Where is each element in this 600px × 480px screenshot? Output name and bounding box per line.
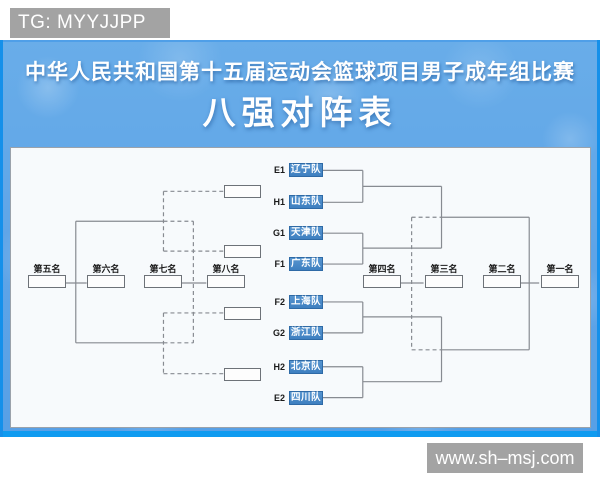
team-box: 北京队 — [289, 360, 323, 374]
bracket-lines — [65, 169, 540, 399]
team-box: 四川队 — [289, 391, 323, 405]
bracket-title: 八强对阵表 — [202, 94, 398, 131]
team-box: 广东队 — [289, 257, 323, 271]
placement-label: 第一名 — [546, 264, 574, 274]
team-seed: E1 — [273, 165, 285, 175]
placement-5th: 第五名 — [28, 264, 66, 288]
placement-label: 第五名 — [33, 264, 61, 274]
empty-slot-box — [224, 245, 261, 258]
placement-1st: 第一名 — [541, 264, 579, 288]
team-box: 辽宁队 — [289, 163, 323, 177]
placement-label: 第八名 — [212, 264, 240, 274]
placement-label: 第六名 — [92, 264, 120, 274]
placement-label: 第四名 — [368, 264, 396, 274]
placement-2nd: 第二名 — [483, 264, 521, 288]
team-seed: G2 — [272, 328, 285, 338]
placement-label: 第二名 — [488, 264, 516, 274]
team-box: 天津队 — [289, 226, 323, 240]
top-strip: TG: MYYJJPP — [0, 0, 600, 40]
placement-box — [144, 275, 182, 288]
placement-7th: 第七名 — [144, 264, 182, 288]
placement-6th: 第六名 — [87, 264, 125, 288]
team-seed: H2 — [273, 362, 285, 372]
placement-box — [483, 275, 521, 288]
team-seed: F2 — [274, 297, 285, 307]
empty-slot-box — [224, 307, 261, 320]
poster-stage: 中华人民共和国第十五届运动会篮球项目男子成年组比赛 八强对阵表 — [0, 40, 600, 437]
placement-box — [207, 275, 245, 288]
website-watermark: www.sh–msj.com — [427, 443, 583, 473]
placement-label: 第三名 — [430, 264, 458, 274]
placement-box — [363, 275, 401, 288]
team-seed: H1 — [273, 197, 285, 207]
bottom-strip: www.sh–msj.com — [0, 437, 600, 480]
placement-box — [87, 275, 125, 288]
team-seed: G1 — [272, 228, 285, 238]
placement-box — [541, 275, 579, 288]
placement-4th: 第四名 — [363, 264, 401, 288]
placement-box — [425, 275, 463, 288]
team-seed: E2 — [273, 393, 285, 403]
team-box: 浙江队 — [289, 326, 323, 340]
telegram-watermark: TG: MYYJJPP — [10, 8, 170, 38]
team-box: 山东队 — [289, 195, 323, 209]
placement-3rd: 第三名 — [425, 264, 463, 288]
bracket-panel: E1 辽宁队 H1 山东队 G1 天津队 F1 广东队 F2 上海队 G2 浙江… — [10, 147, 591, 428]
placement-8th: 第八名 — [207, 264, 245, 288]
empty-slot-box — [224, 368, 261, 381]
team-box: 上海队 — [289, 295, 323, 309]
team-seed: F1 — [274, 259, 285, 269]
empty-slot-box — [224, 185, 261, 198]
event-title: 中华人民共和国第十五届运动会篮球项目男子成年组比赛 — [25, 61, 575, 84]
placement-label: 第七名 — [149, 264, 177, 274]
placement-box — [28, 275, 66, 288]
